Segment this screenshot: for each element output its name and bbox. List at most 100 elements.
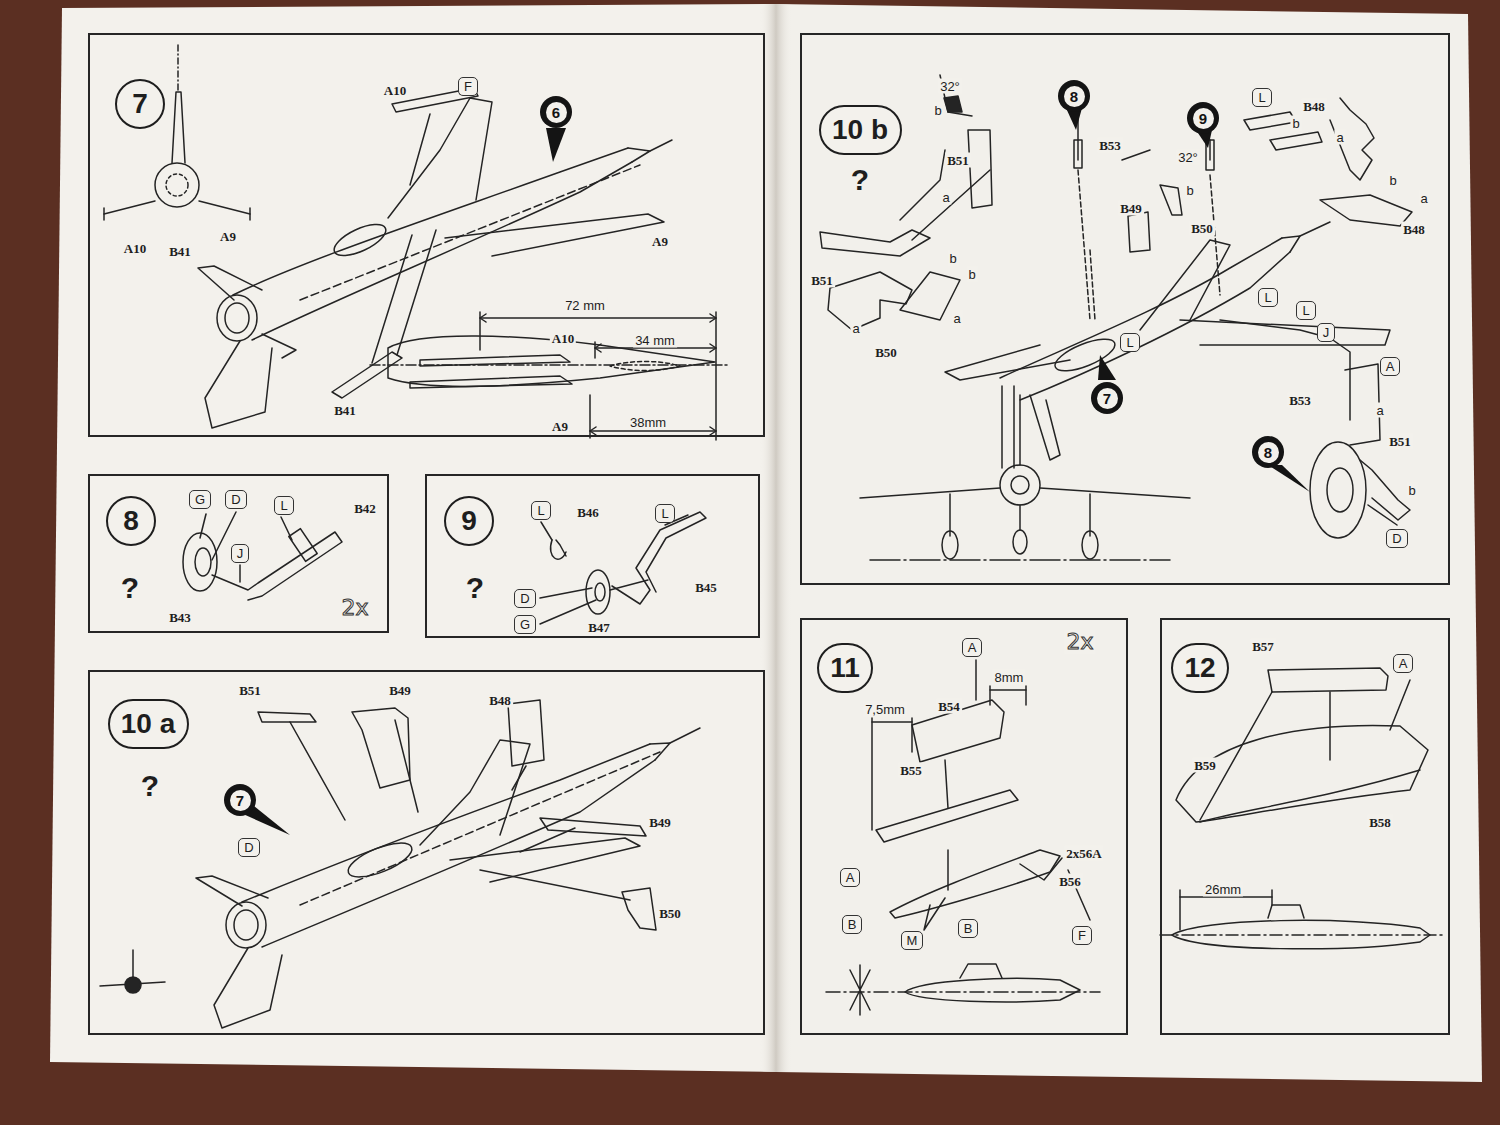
question-mark: ? bbox=[121, 573, 139, 603]
paint-code: B bbox=[848, 917, 857, 932]
dimension: 7,5mm bbox=[863, 702, 907, 717]
callout-number: 8 bbox=[1058, 80, 1090, 112]
paint-code: L bbox=[1302, 303, 1309, 318]
question-mark: ? bbox=[141, 771, 159, 801]
part-number: A10 bbox=[550, 331, 576, 346]
dimension: 72 mm bbox=[563, 298, 607, 313]
part-number: B55 bbox=[898, 763, 924, 778]
part-number: B48 bbox=[1301, 99, 1327, 114]
glue-point: b bbox=[1387, 173, 1398, 188]
part-number: B48 bbox=[1401, 222, 1427, 237]
part-number: B49 bbox=[647, 815, 673, 830]
part-number: B42 bbox=[352, 501, 378, 516]
paint-code-box: L bbox=[274, 496, 293, 515]
dimension: 26mm bbox=[1203, 882, 1243, 897]
part-number: B54 bbox=[936, 699, 962, 714]
glue-point: a bbox=[850, 321, 861, 336]
paint-code: L bbox=[1126, 335, 1133, 350]
paint-code-box: J bbox=[1317, 323, 1336, 342]
step-number: 10 b bbox=[819, 105, 902, 155]
paint-code: D bbox=[1392, 531, 1401, 546]
callout-number: 8 bbox=[1252, 436, 1284, 468]
glue-point: b bbox=[966, 267, 977, 282]
part-number: B56 bbox=[1057, 874, 1083, 889]
glue-point: a bbox=[940, 190, 951, 205]
paint-code: A bbox=[1399, 656, 1408, 671]
paint-code: A bbox=[846, 870, 855, 885]
paint-code: L bbox=[537, 503, 544, 518]
step-number: 12 bbox=[1171, 643, 1229, 693]
part-number: B53 bbox=[1097, 138, 1123, 153]
dimension: 34 mm bbox=[633, 333, 677, 348]
part-number: B49 bbox=[1118, 201, 1144, 216]
paint-code-box: M bbox=[901, 931, 924, 950]
paint-code-box: A bbox=[840, 868, 861, 887]
part-number: B43 bbox=[167, 610, 193, 625]
glue-point: b bbox=[1184, 183, 1195, 198]
paint-code-box: F bbox=[1072, 926, 1092, 945]
paint-code-box: F bbox=[458, 77, 478, 96]
part-number: B49 bbox=[387, 683, 413, 698]
callout-text: 7 bbox=[1097, 388, 1118, 409]
step-number: 8 bbox=[106, 496, 156, 546]
paint-code-box: L bbox=[1258, 288, 1277, 307]
glue-point: a bbox=[1418, 191, 1429, 206]
question-mark: ? bbox=[466, 573, 484, 603]
part-number: A10 bbox=[382, 83, 408, 98]
glue-point: a bbox=[951, 311, 962, 326]
callout-text: 9 bbox=[1193, 108, 1214, 129]
part-number: B50 bbox=[1189, 221, 1215, 236]
paint-code-box: A bbox=[1393, 654, 1414, 673]
step-panel: 9?LLDG bbox=[425, 474, 760, 638]
glue-point: b bbox=[1290, 116, 1301, 131]
part-number: B45 bbox=[693, 580, 719, 595]
step-panel: 12 A bbox=[1160, 618, 1450, 1035]
part-number: B41 bbox=[332, 403, 358, 418]
step-number: 9 bbox=[444, 496, 494, 546]
part-number: A9 bbox=[550, 419, 570, 434]
callout-number: 7 bbox=[1091, 382, 1123, 414]
callout-text: 8 bbox=[1258, 442, 1279, 463]
paint-code: M bbox=[907, 933, 918, 948]
paint-code: L bbox=[1258, 90, 1265, 105]
quantity-mark: 2x bbox=[1064, 630, 1095, 654]
step-panel: 11AABMBF bbox=[800, 618, 1128, 1035]
paint-code-box: L bbox=[1296, 301, 1315, 320]
paint-code-box: G bbox=[189, 490, 211, 509]
paint-code: J bbox=[237, 546, 244, 561]
glue-point: a bbox=[1374, 403, 1385, 418]
glue-point: b bbox=[947, 251, 958, 266]
part-number: B48 bbox=[487, 693, 513, 708]
paint-code: F bbox=[464, 79, 472, 94]
part-number: B50 bbox=[657, 906, 683, 921]
part-number: A9 bbox=[218, 229, 238, 244]
part-number: B51 bbox=[237, 683, 263, 698]
dimension: 38mm bbox=[628, 415, 668, 430]
glue-point: b bbox=[1406, 483, 1417, 498]
question-mark: ? bbox=[851, 165, 869, 195]
part-number: 2x56A bbox=[1064, 846, 1103, 861]
paint-code: L bbox=[661, 506, 668, 521]
part-number: B59 bbox=[1192, 758, 1218, 773]
part-number: B51 bbox=[945, 153, 971, 168]
paint-code: B bbox=[964, 921, 973, 936]
step-number: 10 a bbox=[108, 699, 189, 749]
callout-number: 6 bbox=[540, 96, 572, 128]
part-number: B47 bbox=[586, 620, 612, 635]
paint-code-box: A bbox=[1380, 357, 1401, 376]
part-number: B50 bbox=[873, 345, 899, 360]
paint-code: G bbox=[195, 492, 205, 507]
part-number: A10 bbox=[122, 241, 148, 256]
paint-code-box: B bbox=[958, 919, 979, 938]
paint-code-box: L bbox=[655, 504, 674, 523]
callout-text: 7 bbox=[230, 790, 251, 811]
callout-number: 7 bbox=[224, 784, 256, 816]
step-panel: 10 a?D7 bbox=[88, 670, 765, 1035]
paint-code-box: D bbox=[1386, 529, 1407, 548]
paint-code-box: L bbox=[1252, 88, 1271, 107]
callout-number: 9 bbox=[1187, 102, 1219, 134]
paint-code: G bbox=[520, 617, 530, 632]
glue-point: a bbox=[1334, 130, 1345, 145]
